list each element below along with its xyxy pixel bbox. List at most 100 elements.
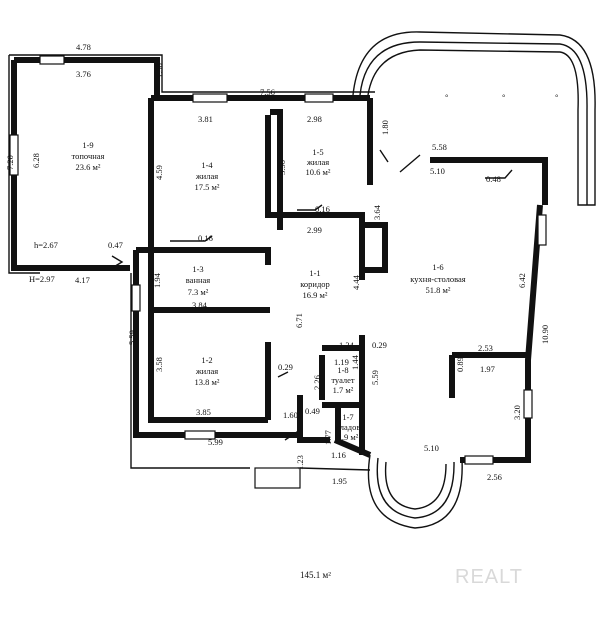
room-id: 1-3 xyxy=(192,264,203,274)
dim-label: 0.48 xyxy=(486,174,501,184)
dim-label: 1.44 xyxy=(350,354,360,370)
dim-label: 1.34 xyxy=(339,340,355,350)
room-id: 1-1 xyxy=(309,268,320,278)
window-boiler-top xyxy=(39,55,65,65)
dim-label: 3.84 xyxy=(192,300,208,310)
dim-label: 2.56 xyxy=(487,472,502,482)
window-1-2 xyxy=(184,430,216,440)
svg-text:°: ° xyxy=(445,92,448,102)
dim-label: 3.76 xyxy=(76,69,91,79)
exterior-walls xyxy=(11,57,548,463)
dim-label: 5.59 xyxy=(127,330,137,345)
room-name: топочная xyxy=(72,151,105,161)
room-id: 1-9 xyxy=(82,140,93,150)
room-name: жилая xyxy=(195,366,218,376)
room-area: 23.6 м² xyxy=(76,162,101,172)
total-area: 145.1 м² xyxy=(300,570,331,580)
dim-label: 1.23 xyxy=(295,455,305,470)
dim-label: 0.89 xyxy=(455,357,465,372)
bay-veranda-top xyxy=(352,31,596,206)
dim-label: 5.10 xyxy=(430,166,445,176)
window-1-3 xyxy=(131,284,141,312)
room-area: 1.9 м² xyxy=(338,432,359,442)
dim-label: 1.38 xyxy=(154,63,164,78)
interior-walls xyxy=(148,98,388,455)
dim-label: 1.60 xyxy=(283,410,298,420)
dim-label: 4.78 xyxy=(76,42,91,52)
dim-label: 1.97 xyxy=(480,364,495,374)
dim-label: 4.44 xyxy=(351,274,361,290)
dim-label: 0.16 xyxy=(315,204,330,214)
dim-label: 0.16 xyxy=(198,233,213,243)
dim-label: 7.56 xyxy=(260,87,275,97)
room-id: 1-2 xyxy=(201,355,212,365)
dim-label: 5.10 xyxy=(424,443,439,453)
room-area: 17.5 м² xyxy=(195,182,220,192)
dim-label: 0.29 xyxy=(278,362,293,372)
dim-label: 3.81 xyxy=(198,114,213,124)
dim-label: 3.64 xyxy=(372,204,382,220)
bay-window-bottom xyxy=(367,454,463,529)
dim-label: 1.77 xyxy=(323,430,333,445)
dim-label: 3.58 xyxy=(154,357,164,372)
dim-label: 2.99 xyxy=(307,225,322,235)
dim-label: 0.47 xyxy=(108,240,123,250)
dim-label: 3.56 xyxy=(277,160,287,175)
room-id: 1-4 xyxy=(201,160,213,170)
svg-text:°: ° xyxy=(502,92,505,102)
dim-label: 2.98 xyxy=(307,114,322,124)
dim-label: 5.59 xyxy=(370,370,380,385)
room-id: 1-8 xyxy=(337,365,348,375)
dim-label: 10.90 xyxy=(540,325,550,344)
veranda-marks: ° ° ° xyxy=(445,92,558,102)
dim-label: 1.19 xyxy=(334,357,349,367)
height-labels: h=2.67 H=2.97 xyxy=(29,240,58,284)
dimension-labels: 4.78 3.76 1.38 7.56 3.81 2.98 1.80 5.58 … xyxy=(5,42,550,486)
room-name: жилая xyxy=(195,171,218,181)
watermark-logo: REALT xyxy=(455,566,523,588)
outer-outline xyxy=(8,54,375,471)
room-area: 7.3 м² xyxy=(188,287,209,297)
room-id: 1-6 xyxy=(432,262,443,272)
room-area: 10.6 м² xyxy=(306,167,331,177)
windows xyxy=(9,55,547,489)
room-name: жилая xyxy=(306,157,329,167)
window-1-4 xyxy=(192,93,228,103)
dim-label: 1.80 xyxy=(380,120,390,135)
dim-label: 2.53 xyxy=(478,343,493,353)
dim-label: 6.71 xyxy=(294,313,304,328)
dim-label: 4.17 xyxy=(75,275,90,285)
room-name: кухня-столовая xyxy=(410,274,465,284)
dim-label: 0.29 xyxy=(372,340,387,350)
ceiling-height-boiler: h=2.67 xyxy=(34,240,58,250)
window-1-5 xyxy=(304,93,334,103)
room-name: ванная xyxy=(186,275,211,285)
window-kitchen-right xyxy=(523,389,533,419)
dim-label: 3.85 xyxy=(196,407,211,417)
room-area: 51.8 м² xyxy=(426,285,451,295)
window-kitchen-right-top xyxy=(537,214,547,246)
dim-label: 1.94 xyxy=(152,272,162,288)
dim-label: 1.16 xyxy=(331,450,346,460)
room-name: туалет xyxy=(331,375,355,385)
room-name: кладов xyxy=(336,422,361,432)
window-kitchen-bottom xyxy=(464,455,494,465)
room-area: 16.9 м² xyxy=(303,290,328,300)
ceiling-height-house: H=2.97 xyxy=(29,274,55,284)
dim-label: 6.28 xyxy=(31,153,41,168)
room-id: 1-7 xyxy=(342,412,353,422)
room-name: коридор xyxy=(300,279,330,289)
dim-label: 5.58 xyxy=(432,142,447,152)
room-area: 1.7 м² xyxy=(333,385,354,395)
dim-label: 6.42 xyxy=(517,273,527,288)
door-marks xyxy=(111,149,513,441)
room-area: 13.8 м² xyxy=(195,377,220,387)
room-id: 1-5 xyxy=(312,147,323,157)
room-labels: 1-9 топочная 23.6 м² 1-4 жилая 17.5 м² 1… xyxy=(72,140,466,442)
window-boiler-left xyxy=(9,134,19,176)
window-entrance xyxy=(254,467,301,489)
dim-label: 4.59 xyxy=(154,165,164,180)
dim-label: 2.26 xyxy=(312,375,322,390)
dim-label: 5.99 xyxy=(208,437,223,447)
